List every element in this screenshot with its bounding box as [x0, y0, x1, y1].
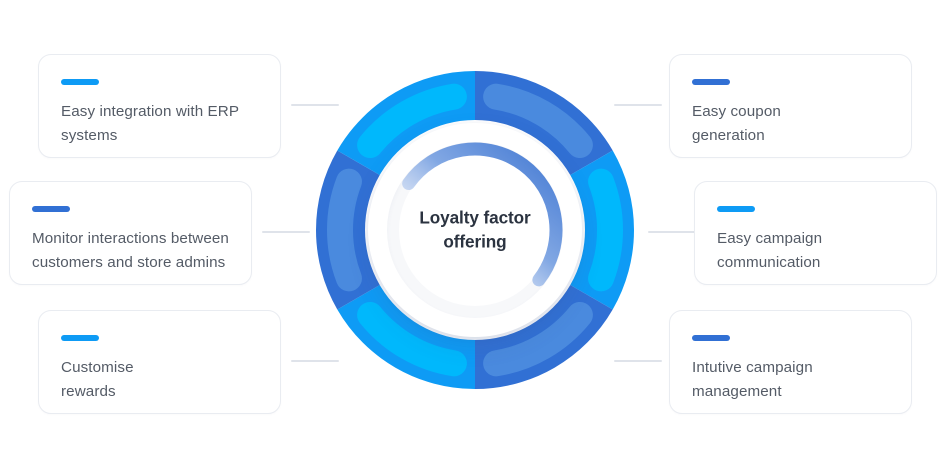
connector-line-left-bottom: [291, 360, 339, 362]
progress-arc-icon: [402, 142, 563, 287]
card-intutive-campaign-management[interactable]: Intutive campaign management: [669, 310, 912, 414]
card-label: Easy campaign communication: [717, 230, 823, 271]
segment-easy-integration-erp-accent: [357, 83, 467, 159]
segment-easy-campaign-communication-accent: [588, 168, 623, 292]
card-easy-integration-erp[interactable]: Easy integration with ERP systems: [38, 54, 281, 158]
card-accent-dash: [717, 206, 755, 212]
card-customise-rewards[interactable]: Customise rewards: [38, 310, 281, 414]
segment-easy-coupon-generation-accent: [483, 83, 593, 159]
connector-line-left-middle: [262, 231, 310, 233]
card-label: Easy integration with ERP systems: [61, 103, 240, 144]
center-disc-inner: [399, 154, 551, 306]
card-accent-dash: [692, 79, 730, 85]
center-title: Loyalty factor offering: [419, 207, 531, 252]
donut-segments: [316, 71, 634, 389]
card-label: Monitor interactions between customers a…: [32, 230, 229, 271]
card-accent-dash: [32, 206, 70, 212]
card-accent-dash: [61, 335, 99, 341]
segment-intutive-campaign-management-accent: [483, 301, 593, 377]
card-easy-coupon-generation[interactable]: Easy coupon generation: [669, 54, 912, 158]
connector-line-left-top: [291, 104, 339, 106]
segment-customise-rewards-accent: [357, 301, 467, 377]
card-accent-dash: [61, 79, 99, 85]
segment-monitor-interactions-accent: [327, 168, 362, 292]
connector-line-right-middle: [648, 231, 696, 233]
card-label: Intutive campaign management: [692, 359, 813, 400]
card-accent-dash: [692, 335, 730, 341]
card-monitor-interactions[interactable]: Monitor interactions between customers a…: [9, 181, 252, 285]
card-easy-campaign-communication[interactable]: Easy campaign communication: [694, 181, 937, 285]
connector-line-right-top: [614, 104, 662, 106]
card-label: Easy coupon generation: [692, 103, 781, 144]
card-label: Customise rewards: [61, 359, 134, 400]
connector-line-right-bottom: [614, 360, 662, 362]
donut-chart: Loyalty factor offering: [316, 71, 634, 389]
